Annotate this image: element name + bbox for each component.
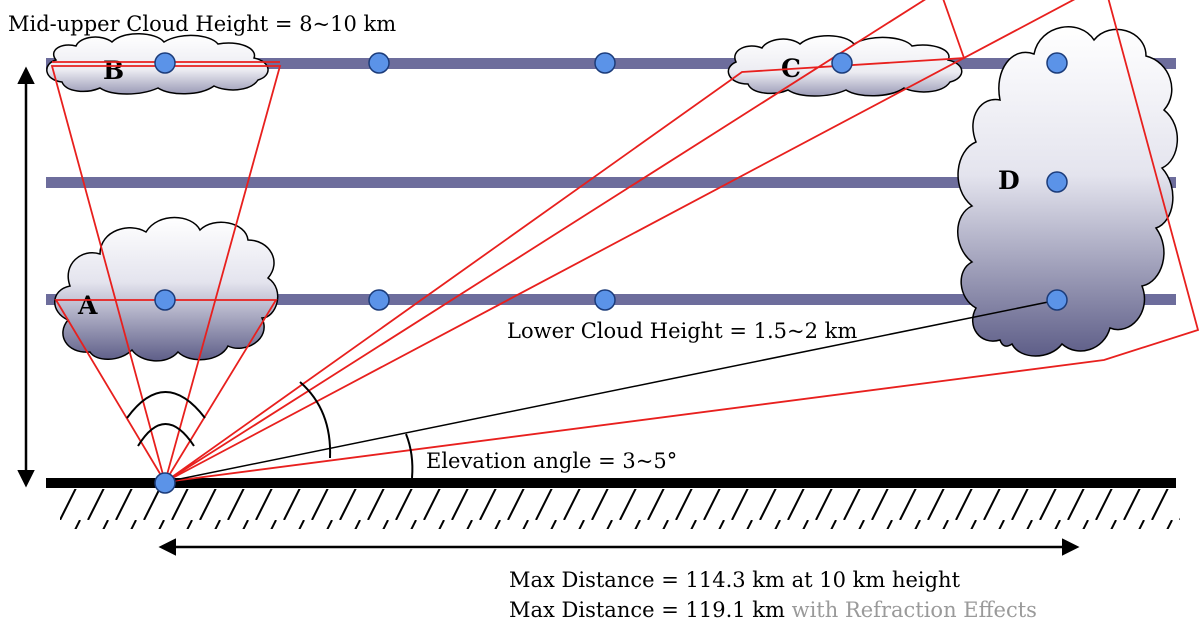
radar-origin (154, 472, 176, 494)
ground-surface (46, 478, 1176, 488)
ground (46, 478, 1180, 529)
lower-height-label: Lower Cloud Height = 1.5~2 km (507, 319, 857, 343)
point-d-middle (1046, 171, 1068, 193)
cloud-d-label: D (998, 166, 1020, 195)
cloud-d: D (957, 26, 1179, 357)
max-distance-label: Max Distance = 114.3 km at 10 km height (509, 568, 961, 592)
point-d-lower (1046, 289, 1068, 311)
point-a (154, 289, 176, 311)
small-elevation-arc (405, 433, 414, 479)
point-d-upper (1046, 52, 1068, 74)
cloud-a: A (54, 216, 279, 362)
vertical-arc-outer (126, 391, 206, 419)
point-lower-3 (594, 289, 616, 311)
cloud-a-label: A (77, 291, 98, 320)
elevation-angle-label: Elevation angle = 3~5° (426, 449, 677, 473)
elevation-reference-line (164, 299, 1059, 483)
max-distance-refraction-label: Max Distance = 119.1 km with Refraction … (509, 598, 1037, 622)
observation-points (154, 52, 1068, 494)
point-c (831, 52, 853, 74)
point-upper-3 (594, 52, 616, 74)
point-upper-2 (368, 52, 390, 74)
max-distance-refraction-value: Max Distance = 119.1 km (509, 598, 792, 622)
cloud-b-label: B (103, 56, 124, 85)
refraction-effects-note: with Refraction Effects (792, 598, 1037, 622)
middle-layer-band (46, 177, 1176, 188)
oblique-beam-cone (164, 0, 1199, 483)
mid-upper-height-label: Mid-upper Cloud Height = 8~10 km (8, 12, 396, 36)
vertical-arc-inner (137, 423, 195, 447)
point-lower-2 (368, 289, 390, 311)
point-b (154, 52, 176, 74)
ground-hatching (60, 489, 1180, 529)
angle-arcs (126, 299, 1059, 483)
